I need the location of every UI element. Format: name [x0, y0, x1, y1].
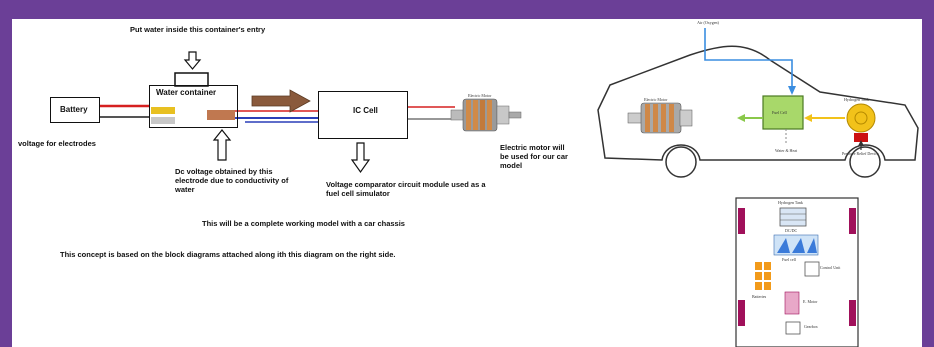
chassis-battery-label: Batteries [752, 294, 767, 299]
chassis-fuel-cell-label: Fuel cell [782, 257, 796, 262]
chassis-gearbox [785, 321, 801, 335]
chassis-control-unit-label: Control Unit [820, 265, 841, 270]
put-water-note: Put water inside this container's entry [130, 25, 266, 34]
ic-cell-box: IC Cell [318, 91, 408, 139]
car-wheel-front [849, 146, 881, 178]
up-arrow-dc [212, 129, 232, 161]
water-container-label: Water container [156, 88, 217, 97]
pressure-relief-label: Pressure Relief Device [842, 151, 879, 156]
pressure-relief-icon [854, 133, 868, 142]
chassis-wheel-fl [738, 208, 745, 234]
frame-left-border [0, 0, 12, 347]
h2-to-fc-arrowhead [804, 114, 812, 122]
chassis-h2-label: Hydrogen Tank [778, 200, 803, 205]
water-container-box: Water container [149, 85, 238, 128]
chassis-wheel-fr [849, 208, 856, 234]
frame-right-border [922, 0, 934, 347]
chassis-control-unit [804, 261, 820, 277]
battery-box: Battery [50, 97, 100, 123]
fc-to-motor-arrowhead [737, 114, 745, 122]
frame-top-border [0, 0, 934, 19]
electric-motor-car-label: Electric Motor [644, 97, 668, 102]
down-arrow-entry [183, 51, 202, 70]
electrode-grey [151, 117, 175, 124]
chassis-batteries [755, 262, 771, 290]
air-flow-line [704, 28, 793, 92]
chassis-e-motor [784, 291, 800, 315]
electrode-copper [207, 110, 235, 120]
comparator-note: Voltage comparator circuit module used a… [326, 180, 486, 198]
chassis-h2-tank [779, 207, 807, 227]
air-flow-arrowhead [788, 86, 796, 95]
hydrogen-tank-car-label: Hydrogen Tank [844, 97, 869, 102]
air-label: Air (Oxygen) [697, 20, 719, 25]
chassis-e-motor-label: E. Motor [803, 299, 818, 304]
voltage-electrodes-note: voltage for electrodes [18, 139, 96, 148]
chassis-wheel-rr [849, 300, 856, 326]
battery-label: Battery [60, 105, 88, 114]
concept-note: This concept is based on the block diagr… [60, 250, 396, 259]
complete-model-note: This will be a complete working model wi… [202, 219, 405, 228]
hydrogen-tank-icon [846, 103, 876, 133]
electric-motor-small [450, 98, 522, 132]
dc-voltage-note: Dc voltage obtained by this electrode du… [175, 167, 289, 194]
fuel-cell-box [762, 95, 804, 130]
chassis-gearbox-label: Gearbox [804, 324, 818, 329]
electrode-yellow [151, 107, 175, 114]
water-heat-label: Water & Heat [775, 148, 798, 153]
car-wheel-rear [665, 146, 697, 178]
fuel-cell-label: Fuel Cell [772, 110, 787, 115]
chassis-dcdc-label: DC/DC [785, 228, 798, 233]
electric-motor-car [627, 102, 693, 134]
chassis-wheel-rl [738, 300, 745, 326]
container-entry [174, 72, 209, 87]
brown-arrow [251, 89, 311, 113]
down-arrow-comparator [350, 142, 371, 174]
motor-note: Electric motor will be used for our car … [500, 143, 568, 170]
ic-cell-label: IC Cell [353, 106, 378, 115]
electric-motor-small-label: Electric Motor [468, 93, 492, 98]
